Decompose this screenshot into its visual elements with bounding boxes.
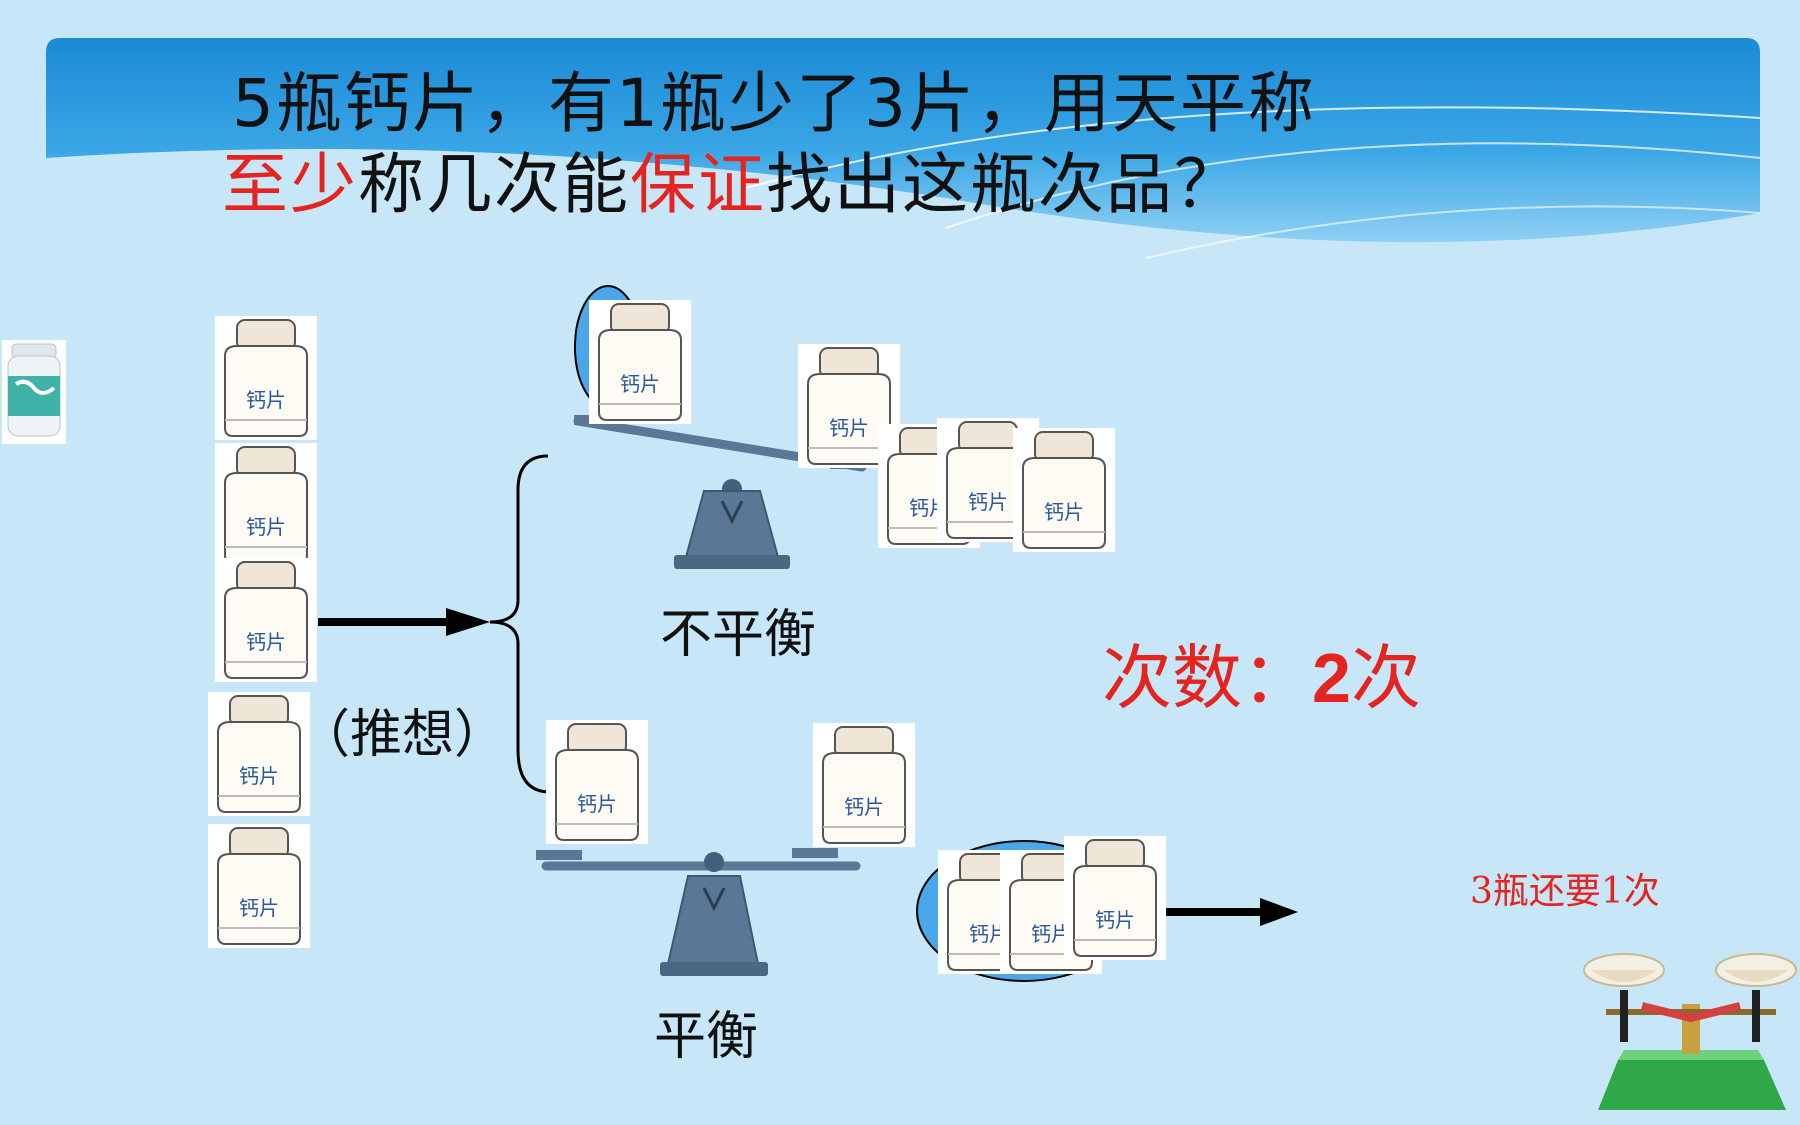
jar-1: 钙片 [215, 316, 317, 440]
calcium-bottle-icon [224, 319, 308, 437]
calcium-bottle-icon [598, 303, 682, 421]
calcium-bottle-icon [1022, 431, 1106, 549]
jar-label: 钙片 [246, 630, 286, 654]
arrow-right-icon [1166, 898, 1298, 926]
jar-label: 钙片 [246, 388, 286, 412]
jar-label: 钙片 [246, 515, 286, 539]
jar-label: 钙片 [620, 372, 660, 396]
jar-scale1-right: 钙片 [798, 344, 900, 468]
count-unit: 次 [1350, 637, 1421, 719]
jar-label: 钙片 [1095, 908, 1135, 932]
title-emphasis-guarantee: 保证 [630, 146, 766, 223]
gum-bottle-image [2, 340, 66, 444]
pan-balance-image [1583, 953, 1797, 1110]
jar-5: 钙片 [208, 824, 310, 948]
jar-label: 钙片 [577, 792, 617, 816]
balance-scale-level-icon [536, 848, 861, 976]
title-text-weigh: 称几次能 [358, 146, 630, 223]
jar-label: 钙片 [239, 764, 279, 788]
weigh-count: 次数：2次 [1102, 622, 1421, 723]
calcium-bottle-icon [217, 695, 301, 813]
count-label: 次数： [1102, 637, 1312, 719]
jar-4: 钙片 [208, 692, 310, 816]
calcium-bottle-icon [217, 827, 301, 945]
calcium-bottle-icon [224, 446, 308, 564]
balanced-label: 平衡 [654, 1007, 759, 1067]
title-banner [46, 38, 1760, 259]
calcium-bottle-icon [822, 726, 906, 844]
calcium-bottle-icon [807, 347, 891, 465]
title-line-1: 5瓶钙片，有1瓶少了3片，用天平称 [232, 65, 1316, 142]
jar-scale2-right: 钙片 [813, 723, 915, 847]
jar-label: 钙片 [844, 795, 884, 819]
brace-icon [489, 454, 551, 794]
calcium-bottle-icon [224, 561, 308, 679]
jar-label: 钙片 [968, 490, 1008, 514]
arrow-right-icon [446, 608, 490, 636]
count-value: 2 [1312, 639, 1351, 717]
title-emphasis-least: 至少 [222, 146, 358, 223]
jar-3: 钙片 [215, 558, 317, 682]
title-line-2: 至少称几次能保证找出这瓶次品？ [222, 146, 1242, 224]
jar-label: 钙片 [1044, 500, 1084, 524]
jar-group1-c: 钙片 [1013, 428, 1115, 552]
jar-scale1-left: 钙片 [589, 300, 691, 424]
jar-label: 钙片 [829, 416, 869, 440]
guess-label: （推想） [298, 705, 507, 765]
jar-2: 钙片 [215, 443, 317, 567]
branch-connector [318, 454, 551, 794]
title-text-find: 找出这瓶次品？ [766, 146, 1242, 223]
jar-label: 钙片 [239, 896, 279, 920]
jar-scale2-left: 钙片 [546, 720, 648, 844]
calcium-bottle-icon [555, 723, 639, 841]
remaining-note: 3瓶还要1次 [1470, 871, 1660, 912]
calcium-bottle-icon [1073, 839, 1157, 957]
unbalanced-label: 不平衡 [660, 605, 817, 665]
jar-group2-c: 钙片 [1064, 836, 1166, 960]
